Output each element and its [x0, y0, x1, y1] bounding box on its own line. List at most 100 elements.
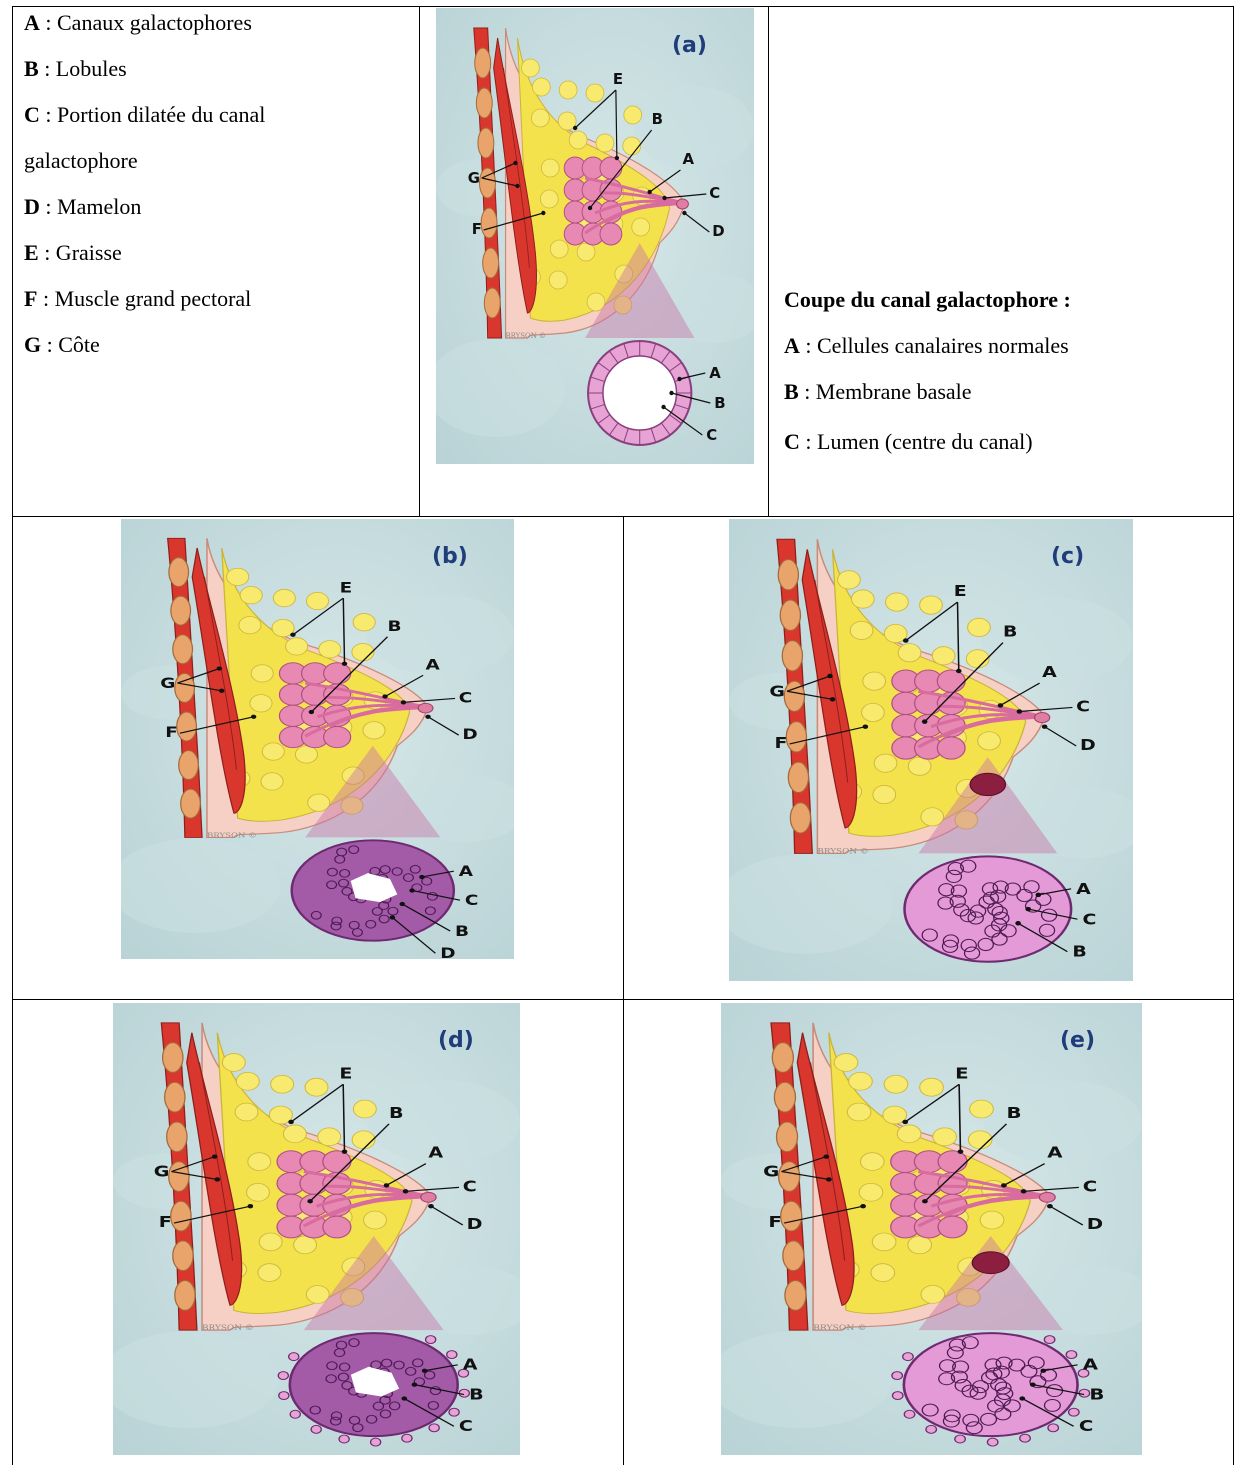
leader-dot [401, 700, 406, 704]
leader-dot [922, 1199, 928, 1203]
fat-globule [886, 593, 909, 611]
leader-dot [409, 888, 414, 892]
leader-dot [1047, 1204, 1053, 1208]
gland-lobule [938, 1216, 967, 1238]
section-label-A: A [709, 364, 721, 382]
gland-lobule [938, 1151, 967, 1173]
fat-globule [847, 1103, 871, 1121]
fat-globule [932, 647, 955, 665]
fat-globule [838, 571, 861, 589]
section-label-D: D [440, 945, 455, 959]
legend-row: A : Cellules canalaires normales [784, 323, 1071, 369]
leader-dot [342, 662, 347, 666]
leader-dot [212, 1154, 218, 1158]
leader-dot [288, 1120, 294, 1124]
fat-globule [920, 1078, 944, 1096]
label-F: F [165, 724, 178, 741]
label-E: E [339, 1065, 352, 1082]
label-C: C [1076, 698, 1090, 716]
fat-globule [872, 1233, 896, 1251]
leader-dot [1030, 1382, 1036, 1386]
label-B: B [388, 618, 402, 635]
fat-globule [559, 81, 577, 99]
fat-globule [884, 1075, 908, 1093]
invading-cell [449, 1408, 459, 1416]
fat-globule [624, 106, 642, 124]
rib [772, 1043, 793, 1073]
nipple [418, 703, 433, 713]
leader-dot [419, 875, 424, 879]
fat-globule [569, 131, 587, 149]
panel-a-illustration: BRYSON ©EBAGCFDABC(a) [436, 8, 754, 464]
duct-lumen [603, 356, 677, 430]
label-B: B [1006, 1105, 1021, 1122]
invading-cell [1020, 1434, 1031, 1442]
fat-globule [850, 621, 873, 639]
fat-globule [549, 271, 567, 289]
fat-globule [222, 1054, 245, 1072]
label-F: F [768, 1214, 781, 1231]
fat-globule [577, 243, 595, 261]
fat-globule [250, 695, 272, 712]
fat-globule [532, 78, 550, 96]
panel-b-illustration: BRYSON ©EBAGCFDACBD(b) [121, 519, 514, 959]
label-D: D [1080, 737, 1096, 755]
rib [780, 600, 800, 630]
fat-globule [860, 1153, 884, 1171]
invading-cell [279, 1392, 289, 1400]
section-label-B: B [1072, 943, 1086, 961]
rib [483, 248, 499, 278]
legend-row: D : Mamelon [24, 184, 265, 230]
leader-dot [902, 1120, 908, 1124]
panel-e-illustration: BRYSON ©EBAGCFDABC(e) [721, 1003, 1142, 1455]
invading-cell [290, 1410, 300, 1418]
tumor-mass [972, 1252, 1009, 1274]
rib [788, 762, 808, 792]
leader-dot [515, 184, 519, 188]
rib [476, 88, 492, 118]
section-label-B: B [1089, 1387, 1104, 1404]
fat-globule [897, 1125, 921, 1143]
fat-globule [319, 641, 341, 658]
section-label-B: B [714, 394, 725, 412]
leader-dot [309, 710, 314, 714]
label-C: C [463, 1178, 477, 1195]
table-col-divider-2 [768, 6, 769, 516]
leader-dot [588, 206, 592, 210]
leader-dot [541, 211, 545, 215]
rib [785, 1281, 806, 1311]
fat-globule [968, 1131, 992, 1149]
rib [171, 1201, 191, 1231]
fat-globule [318, 1128, 341, 1146]
section-label-C: C [706, 426, 717, 444]
table-border-left [12, 6, 13, 1465]
section-label-A: A [463, 1357, 479, 1374]
label-G: G [160, 675, 175, 692]
leader-dot [428, 1204, 434, 1208]
rib [782, 641, 802, 671]
leader-dot [1001, 1183, 1007, 1187]
leader-dot [823, 1154, 829, 1158]
leader-dot [647, 190, 651, 194]
label-D: D [462, 726, 477, 743]
fat-globule [295, 746, 317, 763]
leader-dot [384, 1183, 390, 1187]
legend-row: A : Canaux galactophores [24, 0, 265, 46]
fat-globule [251, 665, 273, 682]
fat-globule [623, 137, 641, 155]
fat-globule [874, 754, 897, 772]
fat-globule [632, 218, 650, 236]
fat-globule [898, 644, 921, 662]
rib [173, 1241, 193, 1271]
leader-dot [290, 633, 295, 637]
leader-dot [390, 915, 395, 919]
panel-d-illustration: BRYSON ©EBAGCFDABC(d) [113, 1003, 520, 1455]
label-D: D [1087, 1216, 1103, 1233]
leader-dot [214, 1177, 220, 1181]
section-label-C: C [459, 1418, 473, 1435]
invading-cell [447, 1351, 457, 1359]
gland-lobule [600, 157, 622, 179]
fat-globule [248, 1153, 271, 1171]
rib [175, 1281, 195, 1311]
leader-dot [219, 689, 224, 693]
